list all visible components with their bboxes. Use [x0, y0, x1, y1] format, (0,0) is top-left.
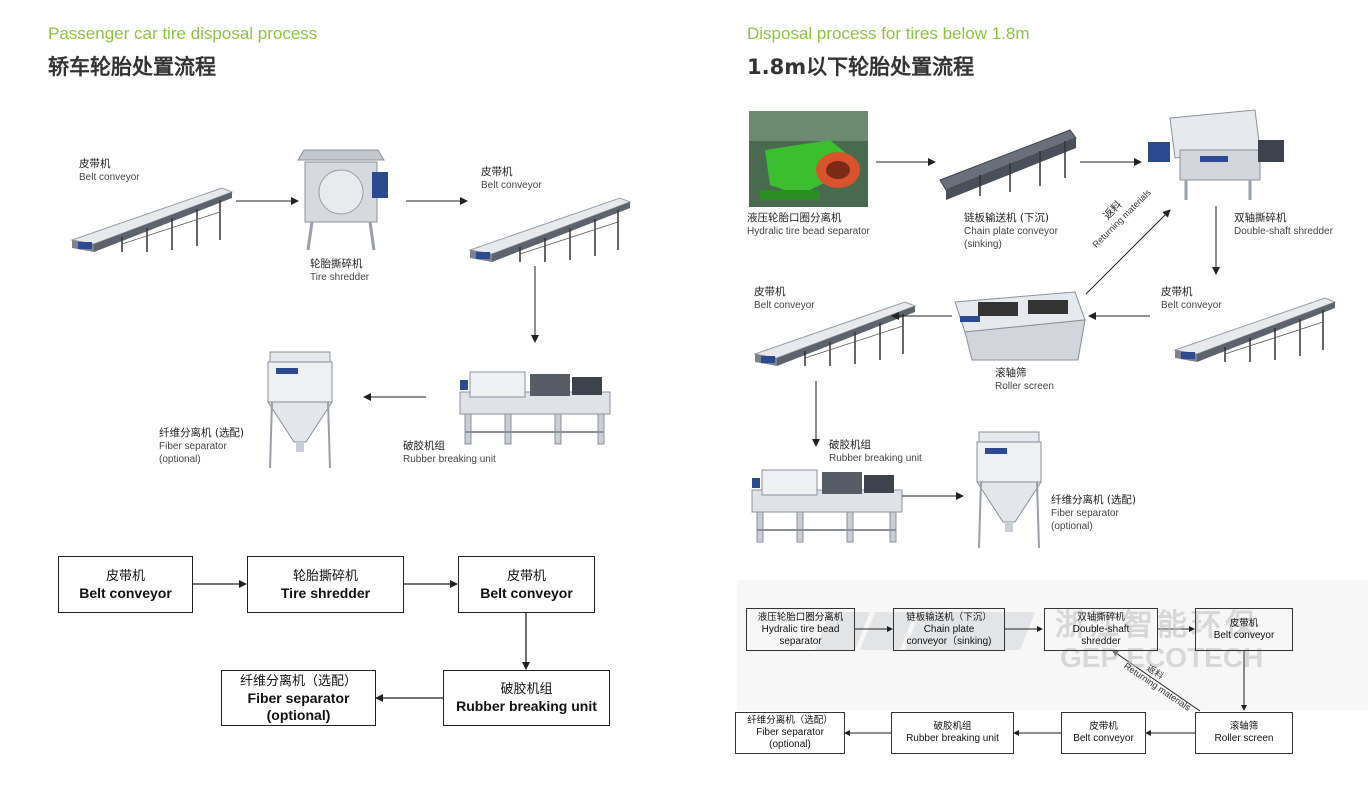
right-belt-right-label: 皮带机 Belt conveyor [1161, 286, 1222, 311]
flow-box-belt-conveyor-1: 皮带机 Belt conveyor [58, 556, 193, 613]
flow-box-double-shaft-shredder: 双轴撕碎机 Double-shaft shredder [1044, 608, 1158, 651]
right-belt-left-label: 皮带机 Belt conveyor [754, 286, 815, 311]
tire-bead-separator-image [749, 111, 868, 207]
left-fiber-label: 纤维分离机 (选配) Fiber separator (optional) [159, 427, 245, 465]
double-shaft-shredder-label: 双轴撕碎机 Double-shaft shredder [1234, 212, 1333, 237]
roller-screen-image [954, 291, 1086, 361]
flow-box-belt-conveyor-a: 皮带机 Belt conveyor [1195, 608, 1293, 651]
flow-box-rubber-breaking-unit: 破胶机组 Rubber breaking unit [443, 670, 610, 726]
flow-box-tire-shredder: 轮胎撕碎机 Tire shredder [247, 556, 404, 613]
tire-shredder-label: 轮胎撕碎机 Tire shredder [310, 258, 370, 283]
flow-box-belt-conveyor-2: 皮带机 Belt conveyor [458, 556, 595, 613]
roller-screen-label: 滚轴筛 Roller screen [995, 367, 1054, 392]
right-fiber-separator-image [976, 431, 1042, 549]
tire-shredder-image [297, 149, 388, 251]
left-belt1-label: 皮带机 Belt conveyor [79, 158, 140, 183]
watermark-en: GEP ECOTECH [1060, 642, 1264, 673]
right-rubber-label: 破胶机组 Rubber breaking unit [829, 439, 922, 464]
right-title-en: Disposal process for tires below 1.8m [747, 24, 1030, 43]
watermark-zh: 浙江智能环保 [1055, 609, 1259, 642]
double-shaft-shredder-image [1148, 109, 1284, 200]
chain-conveyor-label: 链板输送机 (下沉) Chain plate conveyor (sinking… [964, 212, 1058, 250]
left-belt2-label: 皮带机 Belt conveyor [481, 166, 542, 191]
chain-plate-conveyor-image [939, 129, 1077, 200]
left-belt-conveyor-2-image [469, 197, 631, 263]
right-rubber-breaking-unit-image [751, 469, 903, 543]
flow-box-fiber-separator: 纤维分离机（选配） Fiber separator (optional) [221, 670, 376, 726]
left-title-zh: 轿车轮胎处置流程 [48, 55, 216, 79]
bead-separator-label: 液压轮胎口圈分离机 Hydralic tire bead separator [747, 212, 870, 237]
flow-box-tire-bead-separator: 液压轮胎口圈分离机 Hydralic tire bead separator [746, 608, 855, 651]
left-title-en: Passenger car tire disposal process [48, 24, 318, 43]
flow-box-roller-screen: 滚轴筛 Roller screen [1195, 712, 1293, 754]
left-rubber-label: 破胶机组 Rubber breaking unit [403, 440, 496, 465]
left-rubber-breaking-unit-image [459, 371, 611, 445]
right-title-zh: 1.8m以下轮胎处置流程 [747, 55, 975, 79]
right-fiber-label: 纤维分离机 (选配) Fiber separator (optional) [1051, 494, 1137, 532]
left-fiber-separator-image [267, 351, 333, 469]
flow-box-chain-plate-conveyor: 链板输送机（下沉） Chain plate conveyor（sinking) [893, 608, 1005, 651]
flow-box-belt-conveyor-b: 皮带机 Belt conveyor [1061, 712, 1146, 754]
gep-logo-watermark [815, 612, 1035, 650]
left-belt-conveyor-1-image [71, 187, 233, 253]
flow-box-rubber-breaking-unit-r: 破胶机组 Rubber breaking unit [891, 712, 1014, 754]
flow-box-fiber-separator-r: 纤维分离机（选配） Fiber separator (optional) [735, 712, 845, 754]
